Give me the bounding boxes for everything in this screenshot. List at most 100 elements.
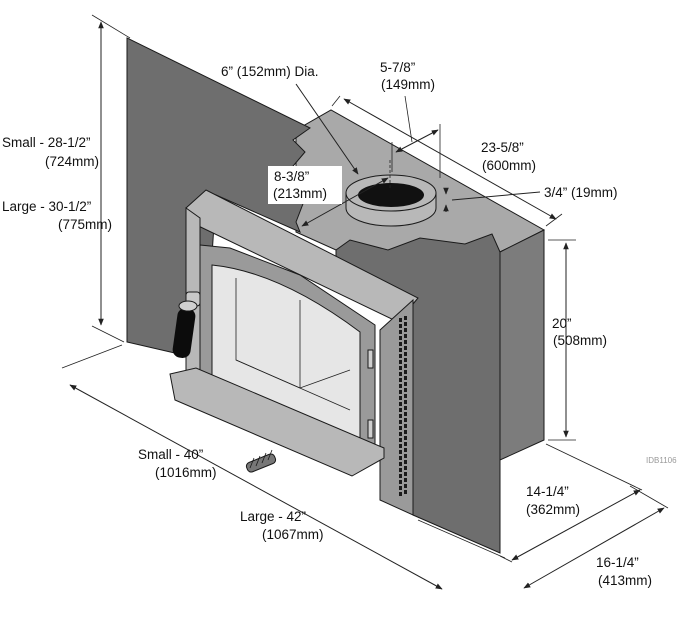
width-dim-line	[69, 384, 443, 590]
vent-slot	[404, 316, 407, 320]
door-hinge-upper	[367, 349, 374, 369]
flue-back-dim-line	[395, 129, 439, 153]
depth-total-dim-line	[523, 507, 665, 589]
vent-slot	[399, 342, 402, 346]
flue-front-label-bg	[268, 166, 342, 204]
vent-slot	[399, 468, 402, 472]
vent-slot	[404, 436, 407, 440]
vent-slot	[399, 318, 402, 322]
width-large-metric: (1067mm)	[262, 527, 324, 542]
depth-total-metric: (413mm)	[598, 573, 652, 588]
flue-back-imperial: 5-7/8”	[380, 60, 415, 75]
vent-slot	[399, 492, 402, 496]
vent-slot	[404, 358, 407, 362]
vent-slot	[399, 426, 402, 430]
drawing-code: IDB1106	[646, 456, 677, 465]
body-height-imperial: 20”	[552, 316, 572, 331]
vent-slot	[404, 406, 407, 410]
collar-label: 3/4” (19mm)	[544, 185, 618, 200]
depth-body-imperial: 14-1/4”	[526, 484, 569, 499]
vent-slot	[404, 418, 407, 422]
vent-slot	[399, 474, 402, 478]
vent-slot	[404, 448, 407, 452]
body-side	[499, 229, 545, 461]
vent-slot	[404, 328, 407, 332]
vent-slot	[404, 382, 407, 386]
vent-slot	[404, 376, 407, 380]
vent-slot	[399, 390, 402, 394]
vent-slot	[404, 346, 407, 350]
vent-slot	[399, 360, 402, 364]
flue-collar	[345, 174, 437, 227]
vent-slot	[404, 400, 407, 404]
depth-total-imperial: 16-1/4”	[596, 555, 639, 570]
vent-slot	[399, 354, 402, 358]
vent-slot	[399, 420, 402, 424]
vent-slot	[404, 370, 407, 374]
vent-slot	[404, 460, 407, 464]
vent-slot	[404, 454, 407, 458]
vent-slot	[399, 450, 402, 454]
vent-slot	[399, 414, 402, 418]
vent-slot	[399, 462, 402, 466]
height-large-label: Large - 30-1/2”	[2, 199, 91, 214]
vent-slot	[399, 408, 402, 412]
vent-slot	[404, 442, 407, 446]
vent-slot	[404, 364, 407, 368]
vent-slot	[404, 322, 407, 326]
body-width-dim-line	[343, 98, 557, 220]
dimension-lines	[61, 14, 669, 590]
body-width-metric: (600mm)	[482, 158, 536, 173]
body-height-metric: (508mm)	[553, 333, 607, 348]
depth-body-dim-line	[511, 489, 641, 561]
vent-slot	[404, 466, 407, 470]
vent-slot	[399, 348, 402, 352]
vent-slot	[404, 334, 407, 338]
height-large-metric: (775mm)	[58, 217, 112, 232]
width-small-metric: (1016mm)	[155, 465, 217, 480]
flue-front-metric: (213mm)	[273, 186, 327, 201]
vent-slot	[399, 336, 402, 340]
vent-slot	[404, 424, 407, 428]
air-control-spring	[245, 449, 277, 473]
frame-right-column	[379, 298, 414, 516]
collar-dim-line	[451, 191, 541, 201]
flue-front-dim-line	[301, 177, 389, 227]
vent-slot	[399, 396, 402, 400]
vent-slot	[399, 324, 402, 328]
flue-diameter-label: 6” (152mm) Dia.	[221, 64, 319, 79]
vent-slot	[399, 366, 402, 370]
dimension-labels: Small - 28-1/2” (724mm) Large - 30-1/2” …	[2, 60, 677, 588]
flue-opening	[358, 183, 424, 207]
vent-slot	[404, 394, 407, 398]
depth-body-metric: (362mm)	[526, 502, 580, 517]
flue-diameter-leader	[295, 83, 359, 175]
vent-slot	[404, 478, 407, 482]
body-width-imperial: 23-5/8”	[481, 140, 524, 155]
vent-slot	[404, 430, 407, 434]
height-small-metric: (724mm)	[45, 154, 99, 169]
vent-slot	[399, 438, 402, 442]
vent-slot	[399, 378, 402, 382]
vent-slot	[399, 384, 402, 388]
vent-slot	[404, 472, 407, 476]
flue-back-metric: (149mm)	[381, 77, 435, 92]
vent-slot	[404, 484, 407, 488]
vent-slot	[404, 388, 407, 392]
door-hinge-lower	[367, 419, 374, 439]
vent-slot	[399, 402, 402, 406]
vent-slot	[399, 456, 402, 460]
vent-slot	[399, 480, 402, 484]
vent-slot	[399, 330, 402, 334]
width-small-label: Small - 40”	[138, 447, 203, 462]
door-handle	[172, 291, 201, 358]
vent-slot	[399, 444, 402, 448]
height-small-label: Small - 28-1/2”	[2, 135, 91, 150]
vent-slot	[404, 412, 407, 416]
vent-slot	[404, 490, 407, 494]
vent-slot	[399, 372, 402, 376]
width-large-label: Large - 42”	[240, 509, 306, 524]
vent-slot	[404, 352, 407, 356]
vent-slot	[404, 340, 407, 344]
